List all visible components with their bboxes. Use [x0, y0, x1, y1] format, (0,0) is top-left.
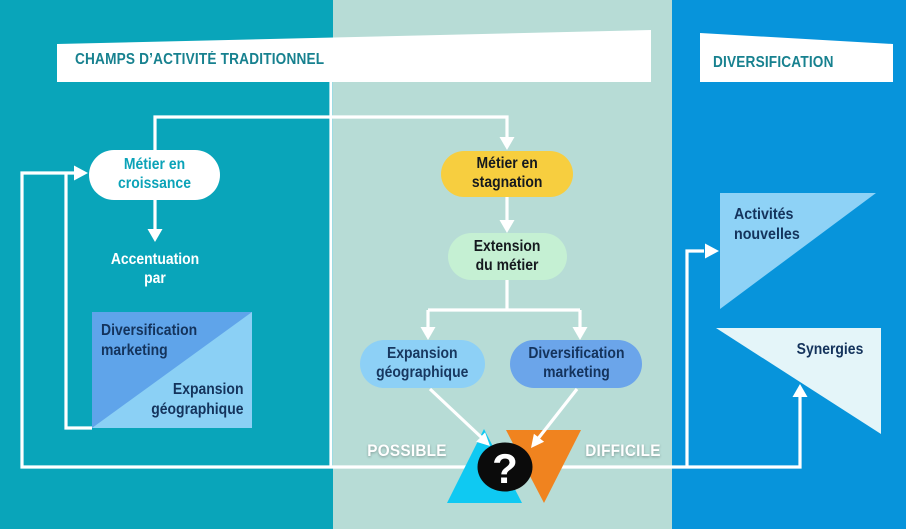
arrowhead-down-stagnation	[499, 137, 515, 150]
node-diversification-marketing: Diversification marketing	[510, 340, 642, 388]
arrowhead-up-synergies	[792, 384, 808, 397]
node-expansion-geographique-label: Expansion géographique	[376, 345, 469, 381]
connector-diversification-question	[535, 388, 579, 441]
difficile-label: DIFFICILE	[585, 441, 661, 460]
node-metier-stagnation-label: Métier en stagnation	[471, 155, 543, 191]
connector-feedback-loop	[20, 171, 802, 469]
synergies-triangle	[716, 328, 881, 434]
activites-nouvelles-label: Activités nouvelles	[734, 206, 800, 243]
node-extension-metier-label: Extension du métier	[474, 237, 541, 274]
band-traditional-field	[0, 0, 333, 529]
connector-extension-branches	[426, 280, 582, 327]
node-expansion-geographique: Expansion géographique	[360, 340, 485, 388]
banner-traditional-field-label: CHAMPS D’ACTIVITÉ TRADITIONNEL	[75, 51, 325, 68]
arrowhead-down-extension	[499, 220, 515, 233]
difficile-triangle	[506, 430, 581, 503]
connector-expansion-question	[428, 387, 483, 439]
banner-diversification-label: DIVERSIFICATION	[713, 53, 834, 71]
arrowhead-down-expansion	[420, 327, 436, 340]
activites-nouvelles-triangle	[720, 193, 876, 309]
arrowhead-right-croissance	[74, 165, 88, 181]
node-metier-croissance: Métier en croissance	[89, 150, 220, 200]
question-mark: ?	[492, 445, 518, 492]
arrowhead-diag-right	[531, 433, 545, 448]
arrowhead-right-activites	[705, 243, 719, 259]
connector-to-activites	[685, 249, 704, 467]
connector-to-matrix	[64, 173, 92, 430]
question-badge	[477, 442, 533, 492]
matrix-expansion-geographique: Expansion géographique	[150, 381, 243, 419]
band-diversification	[672, 0, 906, 529]
synergies-label: Synergies	[796, 341, 864, 358]
connector-top-split	[153, 115, 509, 150]
node-diversification-marketing-label: Diversification marketing	[527, 345, 625, 381]
matrix-diversification-marketing: Diversification marketing	[101, 322, 198, 359]
node-extension-metier: Extension du métier	[448, 233, 567, 280]
node-metier-croissance-label: Métier en croissance	[118, 156, 191, 192]
node-metier-stagnation: Métier en stagnation	[441, 151, 573, 197]
arrowhead-down-diversification	[572, 327, 588, 340]
arrowhead-down-accentuation	[147, 229, 163, 242]
possible-label: POSSIBLE	[367, 441, 447, 460]
arrowhead-diag-left	[476, 432, 490, 446]
growth-matrix: Diversification marketing Expansion géog…	[92, 312, 252, 428]
accentuation-par-label: Accentuation par	[110, 251, 200, 288]
